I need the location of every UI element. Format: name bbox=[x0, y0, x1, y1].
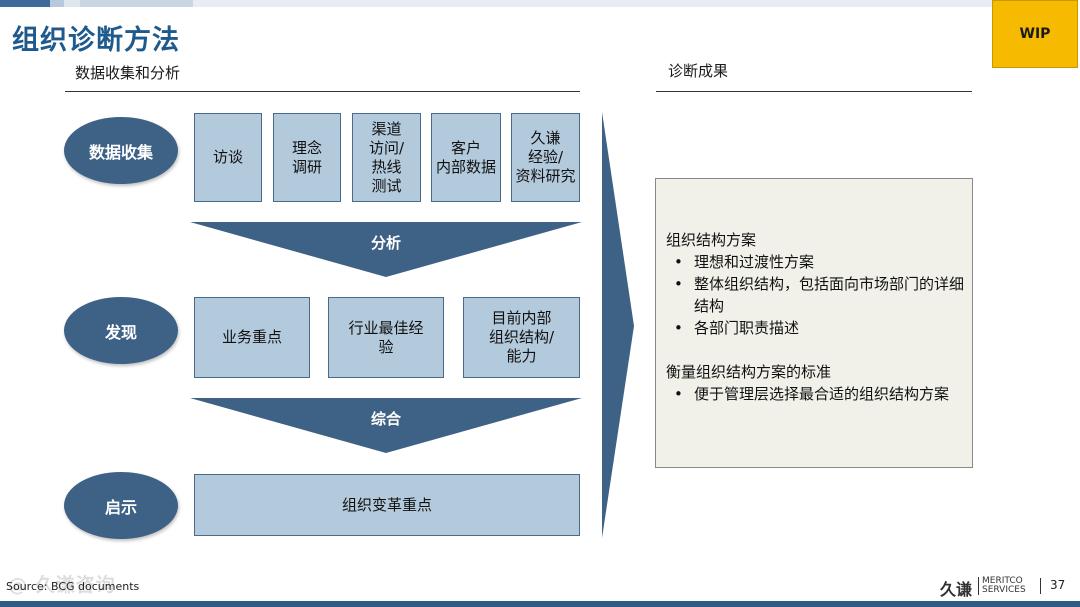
result-arrow bbox=[602, 112, 634, 538]
right-section-title: 诊断成果 bbox=[668, 62, 729, 80]
page-divider bbox=[1040, 578, 1041, 594]
implication-box: 组织变革重点 bbox=[194, 474, 580, 536]
result-item: 整体组织结构，包括面向市场部门的详细结构 bbox=[666, 273, 966, 317]
analysis-label: 分析 bbox=[370, 234, 401, 252]
result-group1-title: 组织结构方案 bbox=[666, 231, 757, 249]
collection-box-survey: 理念 调研 bbox=[273, 113, 341, 202]
synthesis-funnel bbox=[190, 398, 582, 453]
company-logo-cn: 久谦 bbox=[940, 580, 973, 599]
right-section-rule bbox=[656, 91, 972, 92]
top-bar-segment bbox=[193, 0, 993, 7]
top-bar-segment bbox=[50, 0, 64, 7]
result-group2-title: 衡量组织结构方案的标准 bbox=[666, 363, 832, 381]
finding-box-internal-structure: 目前内部 组织结构/ 能力 bbox=[463, 297, 580, 378]
result-panel: 组织结构方案 理想和过渡性方案 整体组织结构，包括面向市场部门的详细结构 各部门… bbox=[655, 178, 973, 468]
bottom-bar bbox=[0, 601, 1080, 607]
page-title: 组织诊断方法 bbox=[12, 25, 180, 56]
top-bar-segment bbox=[64, 0, 80, 7]
collection-box-interview: 访谈 bbox=[194, 113, 262, 202]
top-bar-segment bbox=[0, 0, 50, 7]
stage-oval-implications: 启示 bbox=[64, 472, 178, 539]
analysis-funnel bbox=[190, 222, 582, 277]
logo-en-line1: MERITCO bbox=[982, 576, 1023, 586]
left-section-rule bbox=[65, 91, 580, 92]
finding-box-business-focus: 业务重点 bbox=[194, 297, 310, 378]
page-number: 37 bbox=[1050, 578, 1066, 592]
source-note: Source: BCG documents bbox=[6, 580, 140, 593]
top-bar-segment bbox=[80, 0, 193, 7]
synthesis-label: 综合 bbox=[370, 410, 401, 428]
result-item: 各部门职责描述 bbox=[666, 317, 966, 339]
collection-box-research: 久谦 经验/ 资料研究 bbox=[511, 113, 580, 202]
wip-badge: WIP bbox=[992, 0, 1078, 68]
result-item: 便于管理层选择最合适的组织结构方案 bbox=[666, 383, 966, 405]
company-logo-en: MERITCO SERVICES bbox=[978, 577, 1026, 595]
left-section-title: 数据收集和分析 bbox=[75, 64, 181, 82]
stage-label: 数据收集 bbox=[88, 142, 153, 162]
stage-label: 启示 bbox=[104, 497, 137, 517]
stage-oval-findings: 发现 bbox=[64, 297, 178, 364]
stage-label: 发现 bbox=[104, 322, 137, 342]
logo-en-line2: SERVICES bbox=[982, 585, 1026, 595]
watermark: @ 久谦咨询 bbox=[8, 574, 116, 596]
collection-box-client-data: 客户 内部数据 bbox=[431, 113, 501, 202]
stage-oval-data-collection: 数据收集 bbox=[64, 117, 178, 184]
result-item: 理想和过渡性方案 bbox=[666, 251, 966, 273]
finding-box-best-practice: 行业最佳经 验 bbox=[328, 297, 444, 378]
collection-box-channel: 渠道 访问/ 热线 测试 bbox=[352, 113, 421, 202]
